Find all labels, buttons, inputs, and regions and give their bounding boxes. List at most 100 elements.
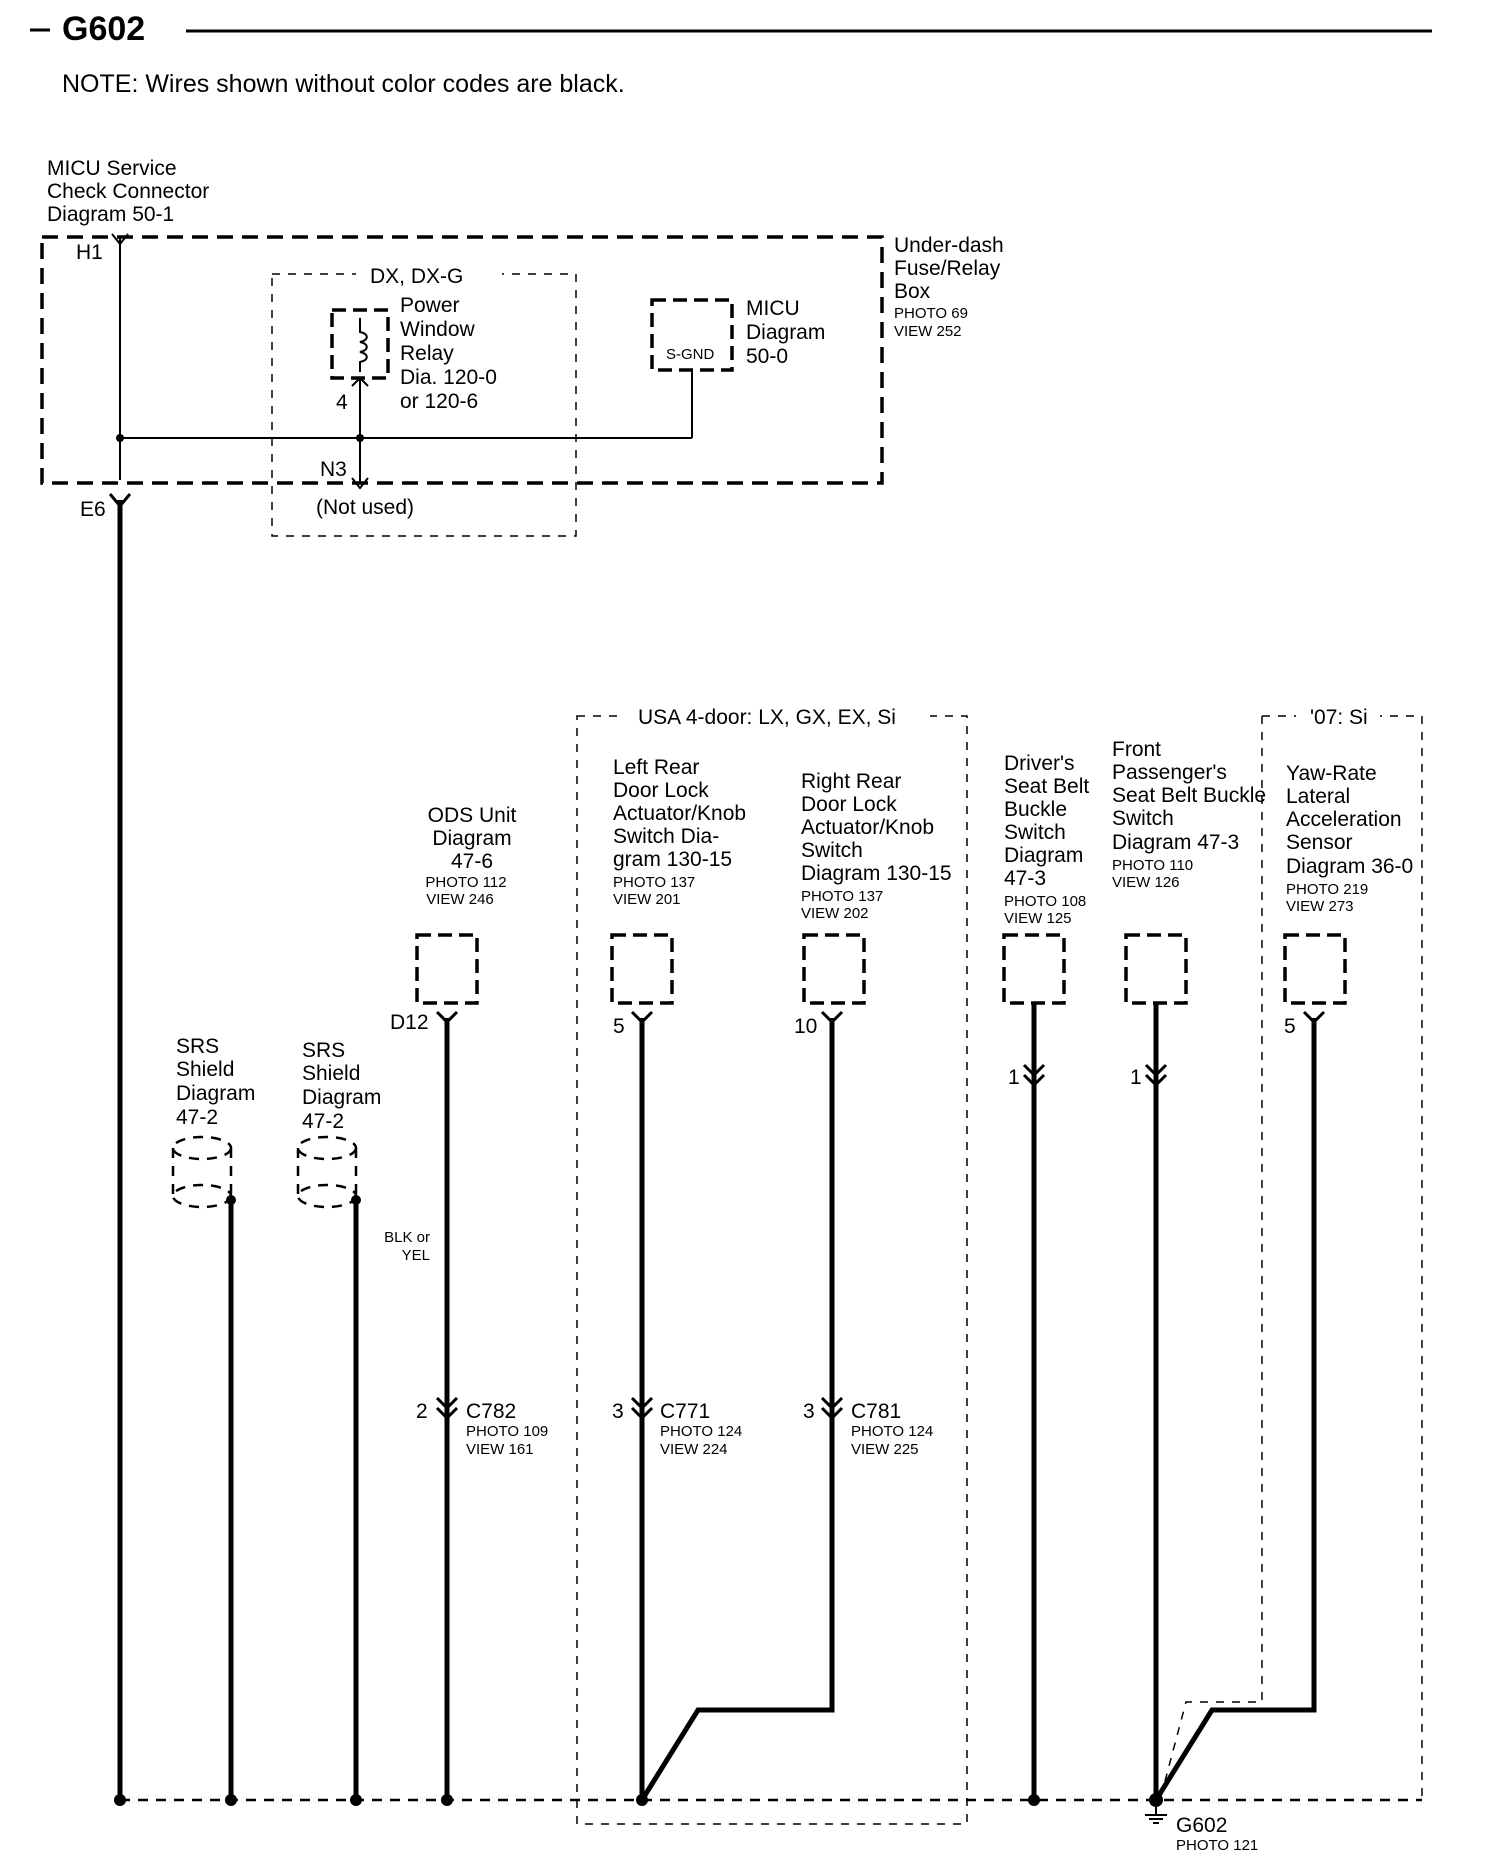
dx-label-mask <box>356 262 502 286</box>
left-rear-pin-label: 5 <box>613 1015 625 1038</box>
svg-text:SRS: SRS <box>176 1035 219 1058</box>
svg-text:Driver's: Driver's <box>1004 752 1075 775</box>
passenger-buckle-connector-icon <box>1144 1063 1168 1088</box>
passenger-buckle-pin-label: 1 <box>1130 1066 1142 1089</box>
svg-text:47-3: 47-3 <box>1004 867 1046 890</box>
micu-label: MICU Diagram 50-0 <box>746 297 825 368</box>
ground-node-driver-buckle <box>1028 1794 1040 1806</box>
svg-text:Power: Power <box>400 294 460 317</box>
svg-text:Diagram: Diagram <box>1004 844 1083 867</box>
svg-text:gram 130-15: gram 130-15 <box>613 848 732 871</box>
svg-text:Window: Window <box>400 318 476 341</box>
svg-text:PHOTO 69: PHOTO 69 <box>894 305 968 322</box>
svg-text:Dia. 120-0: Dia. 120-0 <box>400 366 497 389</box>
pin-e6-label: E6 <box>80 498 106 521</box>
pin-h1-label: H1 <box>76 241 103 264</box>
driver-buckle-pin-label: 1 <box>1008 1066 1020 1089</box>
right-rear-ground-wire <box>639 1018 835 1802</box>
yaw-rate-pin-label: 5 <box>1284 1015 1296 1038</box>
svg-text:VIEW 125: VIEW 125 <box>1004 910 1072 927</box>
micu-service-label: MICU Service Check Connector Diagram 50-… <box>47 157 209 226</box>
pin-n3-arrow <box>351 477 369 490</box>
svg-text:Left Rear: Left Rear <box>613 756 699 779</box>
svg-text:PHOTO 109: PHOTO 109 <box>466 1423 548 1440</box>
svg-text:VIEW 246: VIEW 246 <box>426 891 494 908</box>
svg-text:Relay: Relay <box>400 342 454 365</box>
ods-connector-box <box>415 933 479 1005</box>
power-window-relay-label: Power Window Relay Dia. 120-0 or 120-6 <box>400 294 497 413</box>
g602-ground-label: G602 PHOTO 121 <box>1176 1814 1258 1854</box>
c771-connector-icon <box>630 1396 654 1421</box>
svg-text:PHOTO 219: PHOTO 219 <box>1286 881 1368 898</box>
svg-text:Seat Belt: Seat Belt <box>1004 775 1089 798</box>
micu-sgnd-terminal: S-GND <box>666 346 715 363</box>
left-rear-connector-box <box>610 933 674 1005</box>
svg-text:Switch: Switch <box>1112 807 1174 830</box>
svg-text:MICU Service: MICU Service <box>47 157 177 180</box>
svg-text:PHOTO 124: PHOTO 124 <box>660 1423 742 1440</box>
srs-shield-1-label: SRS Shield Diagram 47-2 <box>176 1035 255 1129</box>
ods-wire-color: BLK or YEL <box>384 1229 430 1264</box>
ground-symbol-icon <box>1145 1807 1167 1824</box>
svg-text:Front: Front <box>1112 738 1161 761</box>
svg-text:VIEW 126: VIEW 126 <box>1112 874 1180 891</box>
svg-text:Actuator/Knob: Actuator/Knob <box>613 802 746 825</box>
svg-text:C782: C782 <box>466 1400 516 1423</box>
svg-text:or 120-6: or 120-6 <box>400 390 478 413</box>
svg-text:Door Lock: Door Lock <box>613 779 709 802</box>
svg-text:PHOTO 137: PHOTO 137 <box>613 874 695 891</box>
svg-text:Lateral: Lateral <box>1286 785 1350 808</box>
si-option-boundary-left <box>1159 716 1263 1801</box>
c781-connector-icon <box>820 1396 844 1421</box>
srs-shield-1-icon <box>171 1135 233 1209</box>
svg-text:Door Lock: Door Lock <box>801 793 897 816</box>
svg-text:Shield: Shield <box>302 1062 360 1085</box>
svg-text:Switch Dia-: Switch Dia- <box>613 825 719 848</box>
svg-text:Diagram: Diagram <box>432 827 511 850</box>
svg-text:Diagram 50-1: Diagram 50-1 <box>47 203 174 226</box>
svg-text:PHOTO 112: PHOTO 112 <box>425 874 506 891</box>
svg-text:PHOTO 110: PHOTO 110 <box>1112 857 1193 874</box>
svg-text:Buckle: Buckle <box>1004 798 1067 821</box>
svg-text:Diagram 130-15: Diagram 130-15 <box>801 862 952 885</box>
right-rear-pin-label: 10 <box>794 1015 817 1038</box>
svg-text:PHOTO 121: PHOTO 121 <box>1176 1837 1258 1854</box>
c782-pin-label: 2 <box>416 1400 428 1423</box>
c781-label: C781 PHOTO 124 VIEW 225 <box>851 1400 933 1458</box>
svg-text:Acceleration: Acceleration <box>1286 808 1402 831</box>
wire-color-note: NOTE: Wires shown without color codes ar… <box>62 70 625 98</box>
yaw-rate-sensor-label: Yaw-Rate Lateral Acceleration Sensor Dia… <box>1286 762 1413 915</box>
svg-text:VIEW 224: VIEW 224 <box>660 1441 728 1458</box>
usa-label-mask <box>624 704 930 728</box>
svg-text:Switch: Switch <box>1004 821 1066 844</box>
svg-text:Actuator/Knob: Actuator/Knob <box>801 816 934 839</box>
svg-text:ODS Unit: ODS Unit <box>428 804 517 827</box>
ods-pin-label: D12 <box>390 1011 429 1034</box>
ground-node-ods <box>441 1794 453 1806</box>
passenger-buckle-label: Front Passenger's Seat Belt Buckle Switc… <box>1112 738 1266 891</box>
svg-text:VIEW 273: VIEW 273 <box>1286 898 1354 915</box>
driver-buckle-connector-icon <box>1022 1063 1046 1088</box>
svg-text:Shield: Shield <box>176 1058 234 1081</box>
relay-pin4-label: 4 <box>336 391 348 414</box>
bus-splice-left <box>116 434 124 442</box>
page-title: G602 <box>62 10 145 48</box>
si-option-boundary <box>1262 715 1423 1800</box>
ground-node-door-locks <box>636 1794 648 1806</box>
under-dash-fuse-relay-box <box>40 235 884 485</box>
yaw-rate-connector-box <box>1283 933 1347 1005</box>
svg-text:PHOTO 137: PHOTO 137 <box>801 888 883 905</box>
svg-text:Diagram: Diagram <box>746 321 825 344</box>
svg-text:50-0: 50-0 <box>746 345 788 368</box>
svg-text:Fuse/Relay: Fuse/Relay <box>894 257 1001 280</box>
passenger-buckle-connector-box <box>1124 933 1188 1005</box>
right-rear-connector-box <box>802 933 866 1005</box>
yaw-rate-ground-wire <box>1153 1018 1317 1802</box>
svg-text:Sensor: Sensor <box>1286 831 1353 854</box>
svg-text:Yaw-Rate: Yaw-Rate <box>1286 762 1377 785</box>
svg-text:Diagram: Diagram <box>302 1086 381 1109</box>
fuse-box-label: Under-dash Fuse/Relay Box PHOTO 69 VIEW … <box>894 234 1004 340</box>
svg-text:Diagram 36-0: Diagram 36-0 <box>1286 855 1413 878</box>
si-group-label: '07: Si <box>1310 706 1368 729</box>
c782-label: C782 PHOTO 109 VIEW 161 <box>466 1400 548 1458</box>
